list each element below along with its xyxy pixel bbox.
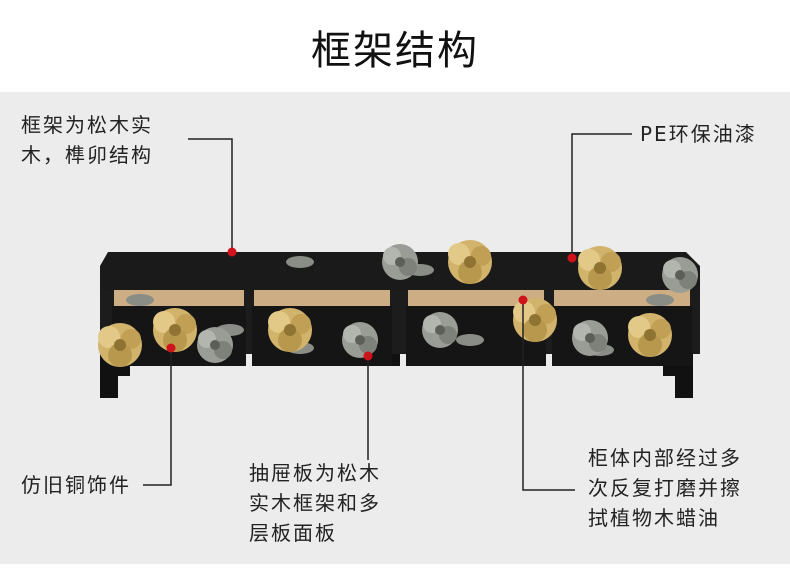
interior-callout-line-1: 柜体内部经过多 [588,446,742,470]
paint-callout-line: PE环保油漆 [640,122,757,146]
page-title: 框架结构 [311,28,479,74]
header-band [0,0,790,92]
interior-callout-line-3: 拭植物木蜡油 [588,506,720,530]
copper-callout-line: 仿旧铜饰件 [21,473,131,497]
drawer-callout: 抽屉板为松木 实木框架和多 层板面板 [249,458,381,548]
frame-callout-line-2: 木，榫卯结构 [21,143,153,167]
callout-markers [166,247,577,361]
copper-callout: 仿旧铜饰件 [21,470,131,500]
interior-callout: 柜体内部经过多 次反复打磨并擦 拭植物木蜡油 [588,443,742,533]
drawer-callout-line-3: 层板面板 [249,521,337,545]
frame-callout: 框架为松木实 木，榫卯结构 [21,110,153,170]
paint-callout: PE环保油漆 [640,119,757,149]
bottom-band [0,564,790,582]
drawer-callout-line-2: 实木框架和多 [249,491,381,515]
drawer-callout-line-1: 抽屉板为松木 [249,461,381,485]
interior-callout-line-2: 次反复打磨并擦 [588,476,742,500]
frame-callout-line-1: 框架为松木实 [21,113,153,137]
leader-lines [143,133,632,491]
